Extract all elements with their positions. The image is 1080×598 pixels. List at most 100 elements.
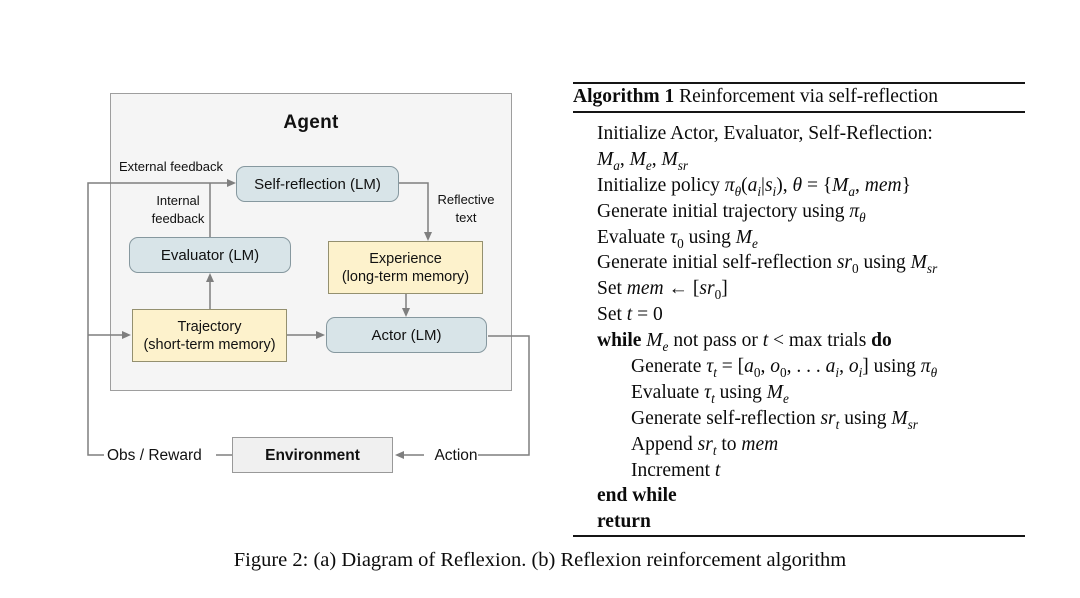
algo-token: M xyxy=(597,148,614,170)
algo-line: Generate initial self-reflection sr0 usi… xyxy=(573,250,1043,276)
algo-token: t xyxy=(713,364,717,380)
algo-token: e xyxy=(645,157,652,173)
algo-token: to xyxy=(716,433,742,455)
algo-line: Generate τt = [a0, o0, . . . ai, oi] usi… xyxy=(573,354,1043,380)
algo-token: sr xyxy=(820,407,836,429)
actor-label: Actor (LM) xyxy=(371,326,442,344)
algo-token: π xyxy=(724,174,735,196)
algo-token: mem xyxy=(741,433,779,455)
algorithm-rule-mid xyxy=(573,111,1025,113)
algo-token: t xyxy=(712,442,717,458)
algo-token: a xyxy=(848,183,856,199)
trajectory-label-line1: Trajectory xyxy=(177,318,242,335)
self-reflection-box: Self-reflection (LM) xyxy=(236,166,399,202)
algo-token: sr xyxy=(926,261,938,277)
action-label: Action xyxy=(434,447,478,464)
algorithm-body: Initialize Actor, Evaluator, Self-Reflec… xyxy=(573,121,1043,535)
algo-token: i xyxy=(772,183,777,199)
algo-token: Set xyxy=(597,278,627,300)
algo-token: t xyxy=(714,459,721,481)
algo-token: 0 xyxy=(852,261,859,277)
agent-title: Agent xyxy=(283,112,339,133)
algo-token: τ xyxy=(704,381,712,403)
algo-line: Generate initial trajectory using πθ xyxy=(573,199,1043,225)
algo-token: π xyxy=(920,356,931,378)
algo-token: M xyxy=(735,226,752,248)
algo-line: Initialize Actor, Evaluator, Self-Reflec… xyxy=(573,121,1043,147)
evaluator-label: Evaluator (LM) xyxy=(160,246,260,264)
experience-label-line2: (long-term memory) xyxy=(341,268,470,285)
algo-token: , xyxy=(619,148,630,170)
algo-token: sr xyxy=(836,252,853,274)
algorithm-title-text: Reinforcement via self-reflection xyxy=(674,86,938,107)
internal-feedback-label: Internal feedback xyxy=(151,193,205,226)
algo-token: 0 xyxy=(753,364,761,380)
algo-token: , xyxy=(839,356,849,378)
reflective-text-label: Reflective text xyxy=(437,192,495,225)
trajectory-label-line2: (short-term memory) xyxy=(143,336,276,353)
algo-token: τ xyxy=(706,356,714,378)
experience-box: Experience (long-term memory) xyxy=(328,241,483,294)
algo-line: Set t = 0 xyxy=(573,302,1043,328)
algo-token: using xyxy=(858,252,911,274)
algo-token: ( xyxy=(741,174,748,196)
algo-token: Set xyxy=(597,304,627,326)
algo-token: a xyxy=(613,157,620,173)
algo-token: Evaluate xyxy=(597,226,671,248)
algo-token: M xyxy=(832,174,849,196)
algo-token: θ xyxy=(734,183,742,199)
algo-token: Append xyxy=(631,433,698,455)
algorithm-title-number: Algorithm 1 xyxy=(573,86,675,107)
algo-line: Generate self-reflection srt using Msr xyxy=(573,406,1043,432)
algo-token: using xyxy=(683,226,736,248)
algo-token: ] xyxy=(721,278,728,300)
algo-token: M xyxy=(661,148,678,170)
algo-line: return xyxy=(573,509,1043,535)
figure-caption: Figure 2: (a) Diagram of Reflexion. (b) … xyxy=(233,549,847,571)
evaluator-box: Evaluator (LM) xyxy=(129,237,291,273)
environment-box: Environment xyxy=(232,437,393,473)
environment-label: Environment xyxy=(265,446,360,464)
trajectory-box: Trajectory (short-term memory) xyxy=(132,309,287,362)
self-reflection-label: Self-reflection (LM) xyxy=(254,175,381,193)
algo-token: θ xyxy=(859,209,866,225)
algo-line: Evaluate τ0 using Me xyxy=(573,225,1043,251)
algo-token: while xyxy=(597,330,642,352)
algo-line: Increment t xyxy=(573,458,1043,484)
algo-token: Increment xyxy=(631,459,715,481)
algo-token: sr xyxy=(697,433,713,455)
algo-token: Generate self-reflection xyxy=(631,407,821,429)
algo-token: i xyxy=(835,364,840,380)
algo-token: sr xyxy=(699,278,715,300)
algo-token: t xyxy=(711,390,715,406)
algo-token: Generate initial trajectory using xyxy=(597,200,850,222)
algo-line: Initialize policy πθ(ai|si), θ = {Ma, me… xyxy=(573,173,1043,199)
algo-token: do xyxy=(871,330,892,352)
algo-token: s xyxy=(764,174,773,196)
algo-line: Ma, Me, Msr xyxy=(573,147,1043,173)
algo-token: mem xyxy=(626,278,664,300)
algo-token: , xyxy=(760,356,771,378)
algo-token: mem xyxy=(864,174,902,196)
algo-token: Initialize policy xyxy=(597,174,725,196)
algo-token: = { xyxy=(802,174,833,196)
actor-box: Actor (LM) xyxy=(326,317,487,353)
algo-token: 0 xyxy=(780,364,787,380)
algo-token: | xyxy=(761,174,765,196)
algo-token: < max trials xyxy=(768,330,872,352)
algo-token: i xyxy=(757,183,762,199)
algo-token: return xyxy=(597,511,651,533)
algo-token: sr xyxy=(907,416,918,432)
algo-token: 0 xyxy=(677,235,684,251)
algorithm-title: Algorithm 1 Reinforcement via self-refle… xyxy=(573,86,1033,108)
algo-token: M xyxy=(646,330,663,352)
algo-token: ] using xyxy=(862,356,921,378)
algo-token: M xyxy=(629,148,646,170)
algo-token: t xyxy=(626,304,633,326)
algo-token: Generate initial self-reflection xyxy=(597,252,837,274)
algo-token: , xyxy=(651,148,662,170)
experience-label-line1: Experience xyxy=(369,250,442,267)
algo-token: i xyxy=(858,364,863,380)
arrowhead-into-environment xyxy=(395,451,404,459)
algo-line: end while xyxy=(573,483,1043,509)
